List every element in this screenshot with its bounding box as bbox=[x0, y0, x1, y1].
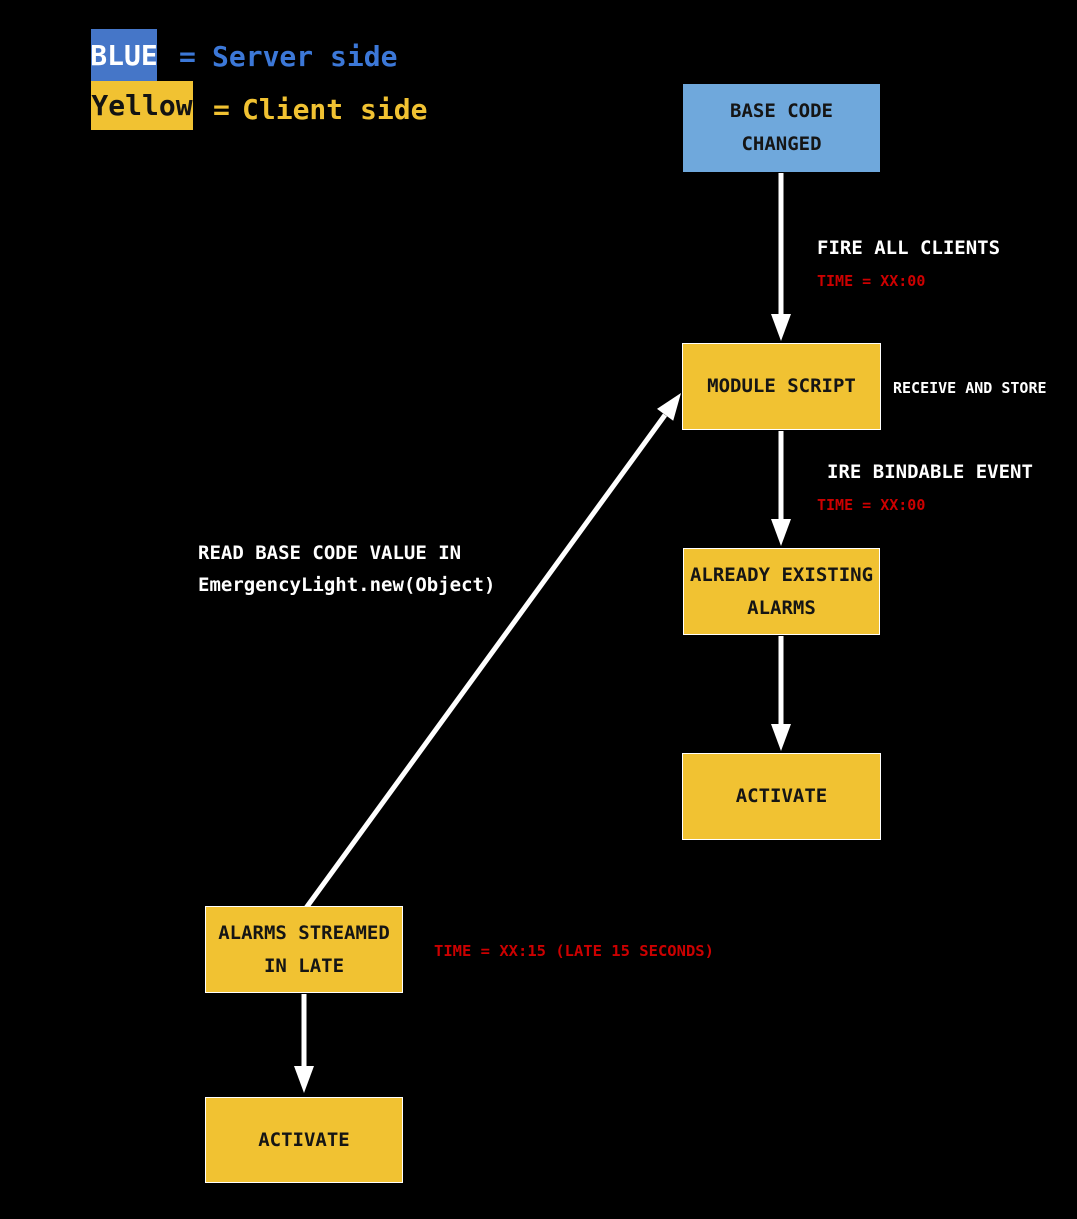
legend-equals-client: = bbox=[213, 93, 230, 126]
node-module-script: MODULE SCRIPT bbox=[682, 343, 881, 430]
label-read-base-code-line2: EmergencyLight.new(Object) bbox=[198, 574, 496, 596]
label-ire-bindable-event: IRE BINDABLE EVENT bbox=[827, 461, 1033, 483]
legend-chip-yellow-label: Yellow bbox=[91, 89, 193, 122]
node-activate-existing: ACTIVATE bbox=[682, 753, 881, 840]
node-line: ALARMS STREAMED bbox=[218, 921, 390, 944]
label-time-late: TIME = XX:15 (LATE 15 SECONDS) bbox=[434, 942, 714, 960]
node-line: IN LATE bbox=[263, 954, 345, 977]
label-fire-all-clients: FIRE ALL CLIENTS bbox=[817, 237, 1001, 259]
label-time-bindable: TIME = XX:00 bbox=[817, 496, 926, 514]
legend-equals-server: = bbox=[179, 40, 196, 73]
legend-label-server-side: Server side bbox=[212, 40, 398, 73]
node-line: ALREADY EXISTING bbox=[689, 563, 874, 586]
node-line: ACTIVATE bbox=[735, 785, 828, 807]
legend-chip-yellow: Yellow bbox=[91, 81, 193, 130]
label-receive-and-store: RECEIVE AND STORE bbox=[893, 379, 1047, 397]
legend-chip-blue-label: BLUE bbox=[90, 38, 158, 72]
label-read-base-code-line1: READ BASE CODE VALUE IN bbox=[198, 542, 462, 564]
node-line: ACTIVATE bbox=[258, 1128, 350, 1151]
arrow-module-to-existing bbox=[771, 431, 791, 546]
node-line: ALARMS bbox=[747, 596, 816, 619]
legend-label-client-side: Client side bbox=[242, 93, 428, 126]
node-activate-late: ACTIVATE bbox=[205, 1097, 403, 1183]
node-alarms-streamed-in-late: ALARMS STREAMED IN LATE bbox=[205, 906, 403, 993]
label-time-fire: TIME = XX:00 bbox=[817, 272, 926, 290]
legend-chip-blue: BLUE bbox=[90, 29, 158, 81]
node-base-code-changed: BASE CODE CHANGED bbox=[683, 84, 880, 172]
arrow-base-to-module bbox=[771, 173, 791, 341]
node-already-existing-alarms: ALREADY EXISTING ALARMS bbox=[683, 548, 880, 635]
arrow-late-to-activate bbox=[294, 994, 314, 1093]
arrow-existing-to-activate bbox=[771, 636, 791, 751]
node-line: MODULE SCRIPT bbox=[707, 375, 856, 397]
node-line: CHANGED bbox=[741, 133, 822, 155]
node-line: BASE CODE bbox=[730, 100, 833, 122]
arrow-late-to-module bbox=[303, 393, 681, 910]
